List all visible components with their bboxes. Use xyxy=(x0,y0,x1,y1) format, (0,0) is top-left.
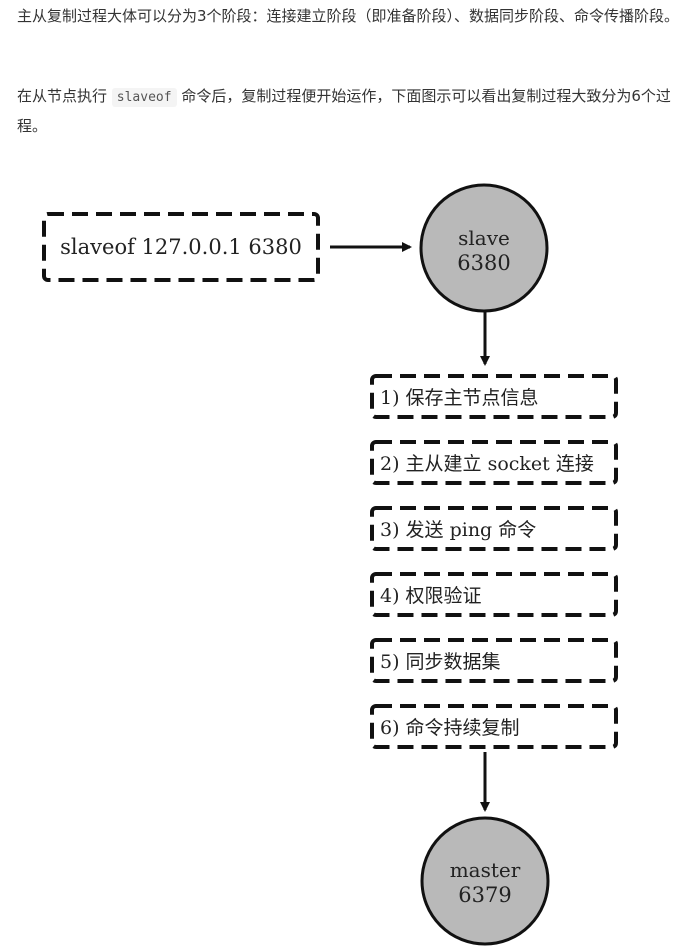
step-label-4: 4) 权限验证 xyxy=(380,585,482,607)
slaveof-inline-code: slaveof xyxy=(111,88,177,107)
step-box-6: 6) 命令持续复制 xyxy=(370,704,618,749)
para2-prefix: 在从节点执行 xyxy=(17,87,112,105)
step-box-3: 3) 发送 ping 命令 xyxy=(370,506,618,551)
master-node: master 6379 xyxy=(420,816,550,946)
intro-paragraph-2: 在从节点执行 slaveof 命令后，复制过程便开始运作，下面图示可以看出复制过… xyxy=(17,82,689,140)
step-label-6: 6) 命令持续复制 xyxy=(380,717,520,739)
slave-node-port: 6380 xyxy=(457,251,510,275)
step-label-2: 2) 主从建立 socket 连接 xyxy=(380,453,594,475)
step-label-1: 1) 保存主节点信息 xyxy=(380,387,539,409)
step-box-4: 4) 权限验证 xyxy=(370,572,618,617)
slaveof-command-box: slaveof 127.0.0.1 6380 xyxy=(42,212,320,282)
master-node-name: master xyxy=(450,858,521,882)
slaveof-command-text: slaveof 127.0.0.1 6380 xyxy=(60,235,302,259)
slave-node: slave 6380 xyxy=(419,183,549,313)
master-node-port: 6379 xyxy=(458,883,511,907)
slave-node-name: slave xyxy=(458,226,510,250)
intro-paragraph-1: 主从复制过程大体可以分为3个阶段：连接建立阶段（即准备阶段）、数据同步阶段、命令… xyxy=(17,7,680,25)
step-box-2: 2) 主从建立 socket 连接 xyxy=(370,440,618,485)
step-box-1: 1) 保存主节点信息 xyxy=(370,374,618,419)
step-label-5: 5) 同步数据集 xyxy=(380,651,501,673)
step-label-3: 3) 发送 ping 命令 xyxy=(380,519,536,541)
step-box-5: 5) 同步数据集 xyxy=(370,638,618,683)
para2-suffix: 命令后，复制过程便开始运作，下面图示可以看出复制过程大致分为6个过程。 xyxy=(17,87,671,135)
